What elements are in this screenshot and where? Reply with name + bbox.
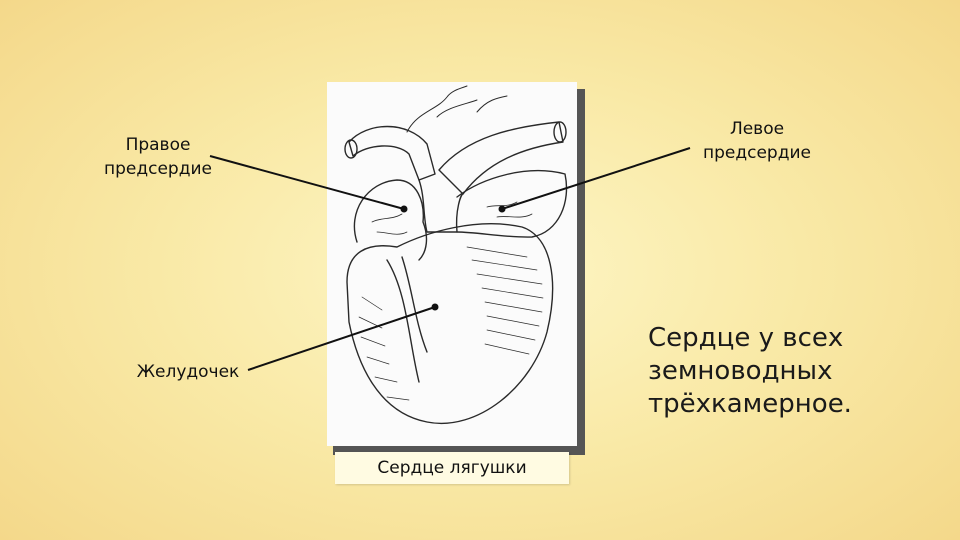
leader-line-left-atrium	[501, 147, 691, 210]
leader-line-ventricle	[247, 306, 436, 371]
caption-box	[335, 452, 569, 484]
label-left-atrium-line-1: Левое	[729, 119, 785, 139]
label-right-atrium-line-2: предсердие	[104, 159, 212, 179]
label-left-atrium-line-2: предсердие	[703, 143, 811, 163]
statement-line-1: Сердце у всех	[648, 323, 844, 353]
statement-line-3: трёхкамерное.	[648, 389, 852, 419]
pointer-dot-right-atrium	[400, 205, 408, 213]
heart-drawing	[344, 85, 568, 425]
label-left-atrium: Левое предсердие	[682, 117, 832, 165]
frog-heart-illustration	[327, 82, 577, 446]
label-right-atrium-line-1: Правое	[125, 135, 191, 155]
figure-caption: Сердце лягушки	[377, 458, 527, 478]
main-statement: Сердце у всех земноводных трёхкамерное.	[648, 322, 852, 421]
leader-line-right-atrium	[209, 155, 405, 210]
statement-line-2: земноводных	[648, 356, 833, 386]
label-right-atrium: Правое предсердие	[98, 133, 218, 181]
label-ventricle: Желудочек	[136, 362, 240, 382]
pointer-dot-ventricle	[431, 303, 439, 311]
pointer-dot-left-atrium	[498, 205, 506, 213]
